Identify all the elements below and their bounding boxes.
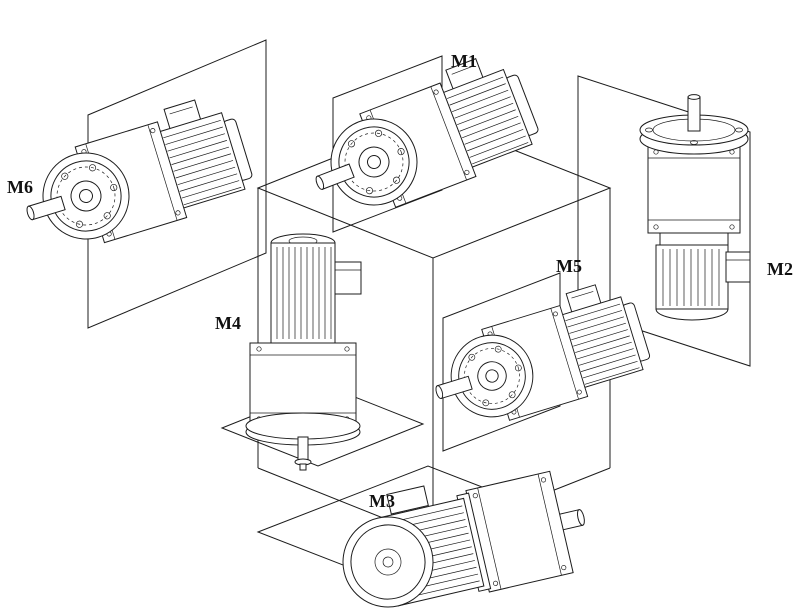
projection-plane-m6 <box>87 39 267 329</box>
label-m1: M1 <box>451 51 477 71</box>
gearmotor-m6 <box>9 89 259 263</box>
projection-plane-m1 <box>332 55 443 233</box>
gearmotor-m4 <box>245 233 362 471</box>
label-m4: M4 <box>215 313 241 333</box>
gearmotor-m5 <box>419 275 657 439</box>
label-m2: M2 <box>767 259 793 279</box>
projection-plane-m5 <box>442 272 561 452</box>
label-m3: M3 <box>369 491 395 511</box>
label-m5: M5 <box>556 256 582 276</box>
label-m6: M6 <box>7 177 33 197</box>
gearmotor-m3 <box>342 470 585 608</box>
gearmotor-m2 <box>639 94 751 321</box>
